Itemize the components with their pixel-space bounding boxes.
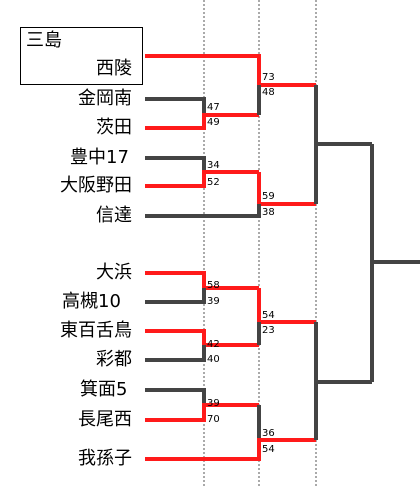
bracket-line-abiko (145, 438, 316, 461)
bracket-line-sf2-top (314, 322, 372, 384)
bracket-line-saito (145, 345, 206, 362)
team-seiryo: 西陵 (96, 58, 132, 79)
team-shintatsu: 信達 (96, 205, 132, 226)
score-r1-ibaraki: 49 (207, 117, 220, 128)
bracket-line-shintatsu (145, 204, 261, 218)
team-nagaonishi: 長尾西 (78, 409, 132, 430)
score-r1-ohama: 58 (207, 280, 220, 291)
bracket-line-ibaraki (145, 113, 259, 130)
team-toyonaka17: 豊中17 (70, 147, 129, 168)
score-r1-takatsuki10: 39 (207, 296, 220, 307)
score-r2-ibaraki: 48 (262, 87, 275, 98)
score-r1-higashi-mozu: 42 (207, 339, 220, 350)
bracket-line-higashi-mozu (145, 329, 259, 347)
bracket-line-takatsuki10 (145, 288, 206, 304)
team-osaka-noda: 大阪野田 (60, 175, 132, 196)
bracket-line-osaka-noda (145, 170, 259, 188)
score-r1-saito: 40 (207, 354, 220, 365)
team-mino5: 箕面5 (80, 379, 128, 400)
score-r1-mino5: 39 (207, 398, 220, 409)
bracket-line-nagaonishi (145, 403, 259, 422)
team-ibaraki: 茨田 (96, 117, 132, 138)
score-r1-osaka-noda: 52 (207, 177, 220, 188)
score-r2-osaka-noda: 59 (262, 191, 275, 202)
score-r2-shintatsu: 38 (262, 207, 275, 218)
bracket-line-seiryo (145, 54, 316, 87)
team-takatsuki10: 高槻10 (62, 291, 121, 312)
seed-box (20, 27, 143, 85)
team-abiko: 我孫子 (78, 448, 132, 469)
score-r1-kinkoun: 47 (207, 102, 220, 113)
score-r2-nagaonishi: 36 (262, 428, 275, 439)
score-r2-ohama: 54 (262, 310, 275, 321)
team-kinkoun: 金岡南 (78, 88, 132, 109)
bracket-line-toyonaka17 (145, 156, 206, 172)
bracket-line-sf1-top (314, 85, 372, 146)
score-r2-higashi-mozu: 23 (262, 325, 275, 336)
bracket-line-mino5 (145, 388, 206, 405)
score-r1-nagaonishi: 70 (207, 414, 220, 425)
team-mishima: 三島 (26, 30, 62, 51)
score-r1-toyonaka17: 34 (207, 160, 220, 171)
score-r2-abiko: 54 (262, 444, 275, 455)
bracket-line-ohama (145, 271, 259, 290)
team-ohama: 大浜 (96, 262, 132, 283)
score-r2-seiryo: 73 (262, 72, 275, 83)
team-higashi-mozu: 東百舌鳥 (60, 320, 132, 341)
bracket-line-kinkoun (145, 97, 206, 115)
bracket-line-final-top (370, 144, 420, 264)
team-saito: 彩都 (96, 349, 132, 370)
